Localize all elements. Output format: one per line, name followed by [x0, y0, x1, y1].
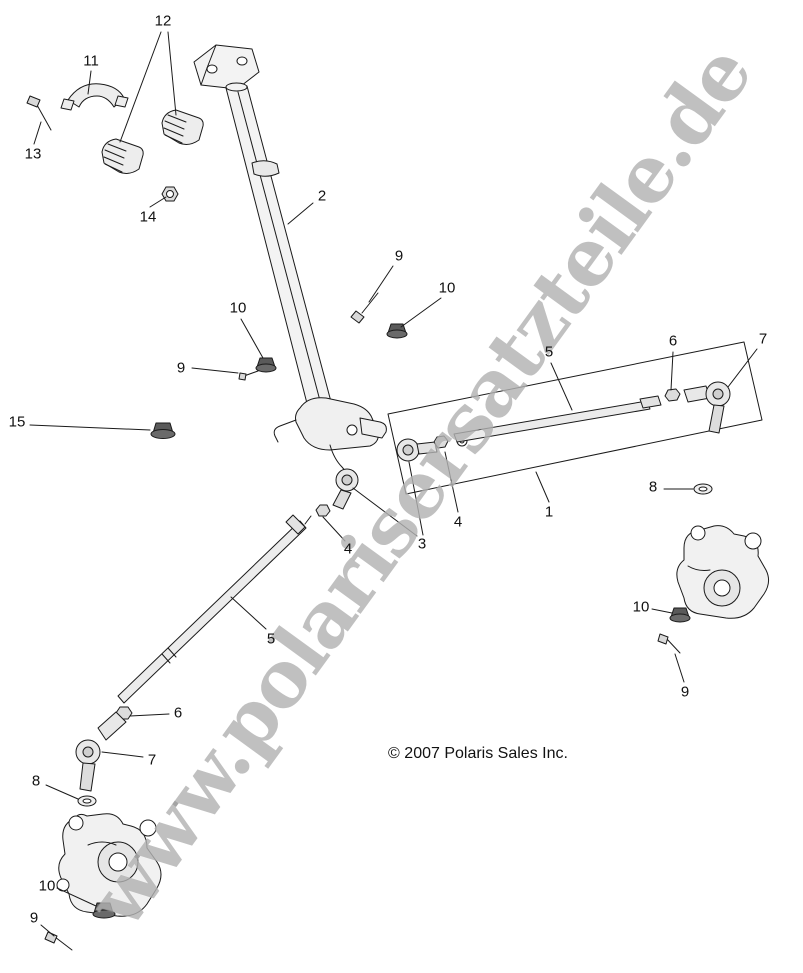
copyright-text: © 2007 Polaris Sales Inc. [388, 745, 568, 762]
mid-hardware [151, 293, 407, 439]
callout-14: 14 [139, 208, 157, 226]
callout-9-bottom: 9 [29, 909, 39, 927]
callout-4-right: 4 [453, 513, 463, 531]
tie-rod-left [76, 469, 358, 806]
callout-6-right: 6 [668, 332, 678, 350]
tie-rod-right [397, 382, 730, 494]
callout-10-bottom: 10 [38, 877, 56, 895]
callout-1: 1 [544, 503, 554, 521]
callout-3: 3 [417, 535, 427, 553]
callout-8-left: 8 [31, 772, 41, 790]
steering-column [194, 45, 386, 473]
callout-8-right: 8 [648, 478, 658, 496]
callout-12: 12 [154, 12, 172, 30]
callout-9-left: 9 [176, 359, 186, 377]
callout-10-top: 10 [438, 279, 456, 297]
callout-6-left: 6 [173, 704, 183, 722]
tie-rod-assembly-box [388, 342, 762, 494]
callout-5-right: 5 [544, 343, 554, 361]
column-clamps [27, 84, 203, 201]
callout-13: 13 [24, 145, 42, 163]
leader-lines [30, 32, 757, 936]
callout-9-right: 9 [680, 683, 690, 701]
callout-9-top: 9 [394, 247, 404, 265]
steering-knuckle-right [658, 526, 769, 653]
callout-15: 15 [8, 413, 26, 431]
callout-7-left: 7 [147, 751, 157, 769]
callout-11: 11 [83, 52, 99, 70]
callout-10-mid: 10 [229, 299, 247, 317]
callout-4-left: 4 [343, 540, 353, 558]
callout-5-left: 5 [266, 630, 276, 648]
callout-2: 2 [317, 187, 327, 205]
callout-10-right: 10 [632, 598, 650, 616]
callout-7-right: 7 [758, 330, 768, 348]
steering-knuckle-left [45, 814, 161, 950]
